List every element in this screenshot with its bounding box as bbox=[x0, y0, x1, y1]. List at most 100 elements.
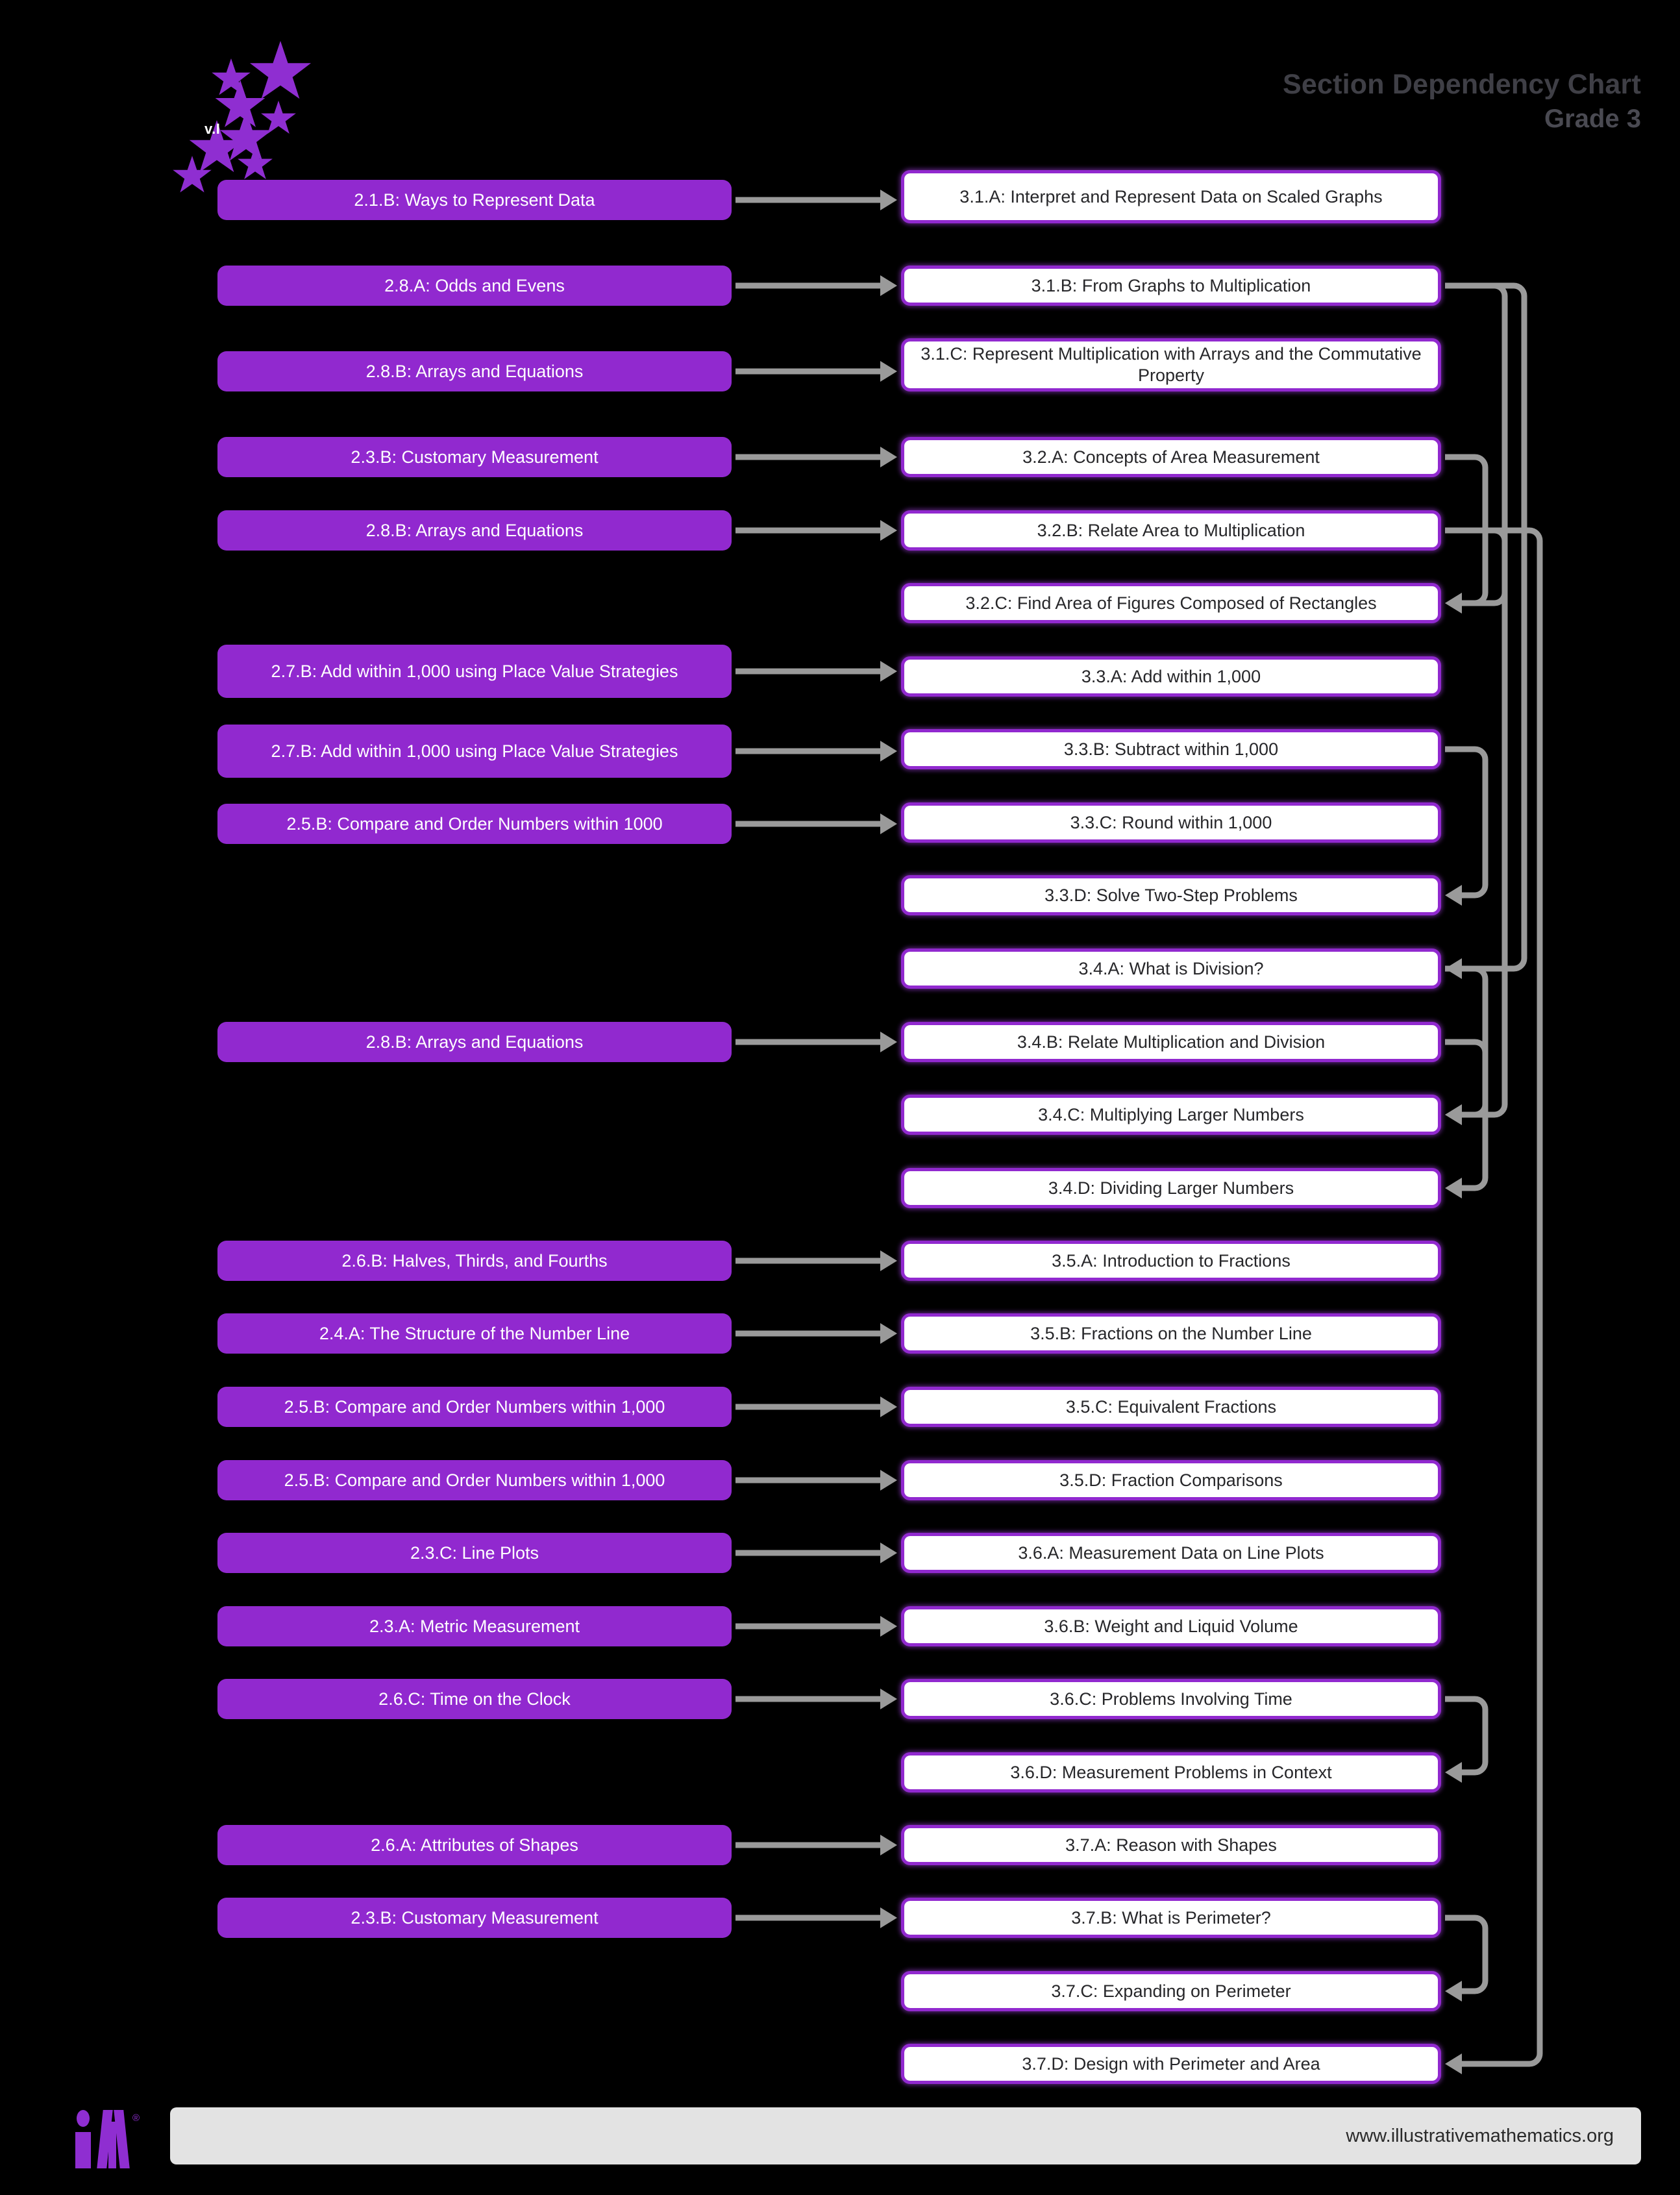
connector-line bbox=[1445, 965, 1489, 1191]
prerequisite-node-p13[interactable]: 2.5.B: Compare and Order Numbers within … bbox=[217, 1460, 732, 1500]
node-label: 3.7.A: Reason with Shapes bbox=[1065, 1835, 1277, 1855]
chart-subtitle: Grade 3 bbox=[1544, 104, 1641, 133]
node-label: 3.5.B: Fractions on the Number Line bbox=[1030, 1323, 1312, 1343]
connector-arrowhead bbox=[880, 1616, 897, 1637]
node-label: 3.6.B: Weight and Liquid Volume bbox=[1044, 1616, 1298, 1636]
star-cluster-decoration bbox=[173, 36, 341, 193]
node-label: 3.6.D: Measurement Problems in Context bbox=[1010, 1762, 1332, 1782]
prerequisite-node-p16[interactable]: 2.6.C: Time on the Clock bbox=[217, 1679, 732, 1719]
target-node-t21[interactable]: 3.6.C: Problems Involving Time bbox=[901, 1679, 1441, 1719]
prerequisite-node-p1[interactable]: 2.1.B: Ways to Represent Data bbox=[217, 180, 732, 220]
target-node-t16[interactable]: 3.5.B: Fractions on the Number Line bbox=[901, 1313, 1441, 1354]
target-node-t22[interactable]: 3.6.D: Measurement Problems in Context bbox=[901, 1752, 1441, 1792]
connector-line bbox=[1445, 527, 1508, 606]
prerequisite-node-p6[interactable]: 2.7.B: Add within 1,000 using Place Valu… bbox=[217, 645, 732, 698]
node-label: 2.1.B: Ways to Represent Data bbox=[354, 190, 595, 210]
node-label: 2.5.B: Compare and Order Numbers within … bbox=[284, 1470, 665, 1490]
target-node-t12[interactable]: 3.4.B: Relate Multiplication and Divisio… bbox=[901, 1022, 1441, 1062]
prerequisite-node-p11[interactable]: 2.4.A: The Structure of the Number Line bbox=[217, 1313, 732, 1354]
target-node-t4[interactable]: 3.2.A: Concepts of Area Measurement bbox=[901, 437, 1441, 477]
target-node-t23[interactable]: 3.7.A: Reason with Shapes bbox=[901, 1825, 1441, 1865]
connector-arrowhead bbox=[880, 1907, 897, 1928]
connector-arrowhead bbox=[880, 361, 897, 382]
target-node-t17[interactable]: 3.5.C: Equivalent Fractions bbox=[901, 1387, 1441, 1427]
connector-arrowhead bbox=[1445, 1762, 1462, 1783]
connector-line bbox=[1445, 1039, 1489, 1118]
connector-line bbox=[1445, 1915, 1489, 1994]
target-node-t2[interactable]: 3.1.B: From Graphs to Multiplication bbox=[901, 266, 1441, 306]
connector-arrowhead bbox=[880, 190, 897, 210]
prerequisite-node-p7[interactable]: 2.7.B: Add within 1,000 using Place Valu… bbox=[217, 725, 732, 778]
connector-arrowhead bbox=[880, 1323, 897, 1344]
node-label: 2.5.B: Compare and Order Numbers within … bbox=[286, 813, 663, 834]
prerequisite-node-p15[interactable]: 2.3.A: Metric Measurement bbox=[217, 1606, 732, 1646]
prerequisite-node-p10[interactable]: 2.6.B: Halves, Thirds, and Fourths bbox=[217, 1241, 732, 1281]
node-label: 3.2.C: Find Area of Figures Composed of … bbox=[965, 593, 1377, 613]
node-label: 3.4.B: Relate Multiplication and Divisio… bbox=[1017, 1032, 1326, 1052]
target-node-t3[interactable]: 3.1.C: Represent Multiplication with Arr… bbox=[901, 338, 1441, 391]
node-label: 3.7.C: Expanding on Perimeter bbox=[1051, 1981, 1291, 2001]
connector-arrowhead bbox=[880, 447, 897, 467]
connector-arrowhead bbox=[880, 661, 897, 682]
target-node-t8[interactable]: 3.3.B: Subtract within 1,000 bbox=[901, 729, 1441, 769]
target-node-t24[interactable]: 3.7.B: What is Perimeter? bbox=[901, 1898, 1441, 1938]
prerequisite-node-p9[interactable]: 2.8.B: Arrays and Equations bbox=[217, 1022, 732, 1062]
node-label: 3.4.D: Dividing Larger Numbers bbox=[1048, 1178, 1294, 1198]
node-label: 3.4.A: What is Division? bbox=[1078, 958, 1264, 978]
connector-arrowhead bbox=[1445, 1981, 1462, 2002]
target-node-t26[interactable]: 3.7.D: Design with Perimeter and Area bbox=[901, 2044, 1441, 2084]
prerequisite-node-p14[interactable]: 2.3.C: Line Plots bbox=[217, 1533, 732, 1573]
prerequisite-node-p2[interactable]: 2.8.A: Odds and Evens bbox=[217, 266, 732, 306]
node-label: 2.5.B: Compare and Order Numbers within … bbox=[284, 1396, 665, 1417]
website-url: www.illustrativemathematics.org bbox=[1346, 2125, 1614, 2146]
version-badge: v.I bbox=[204, 121, 221, 137]
footer-bar: www.illustrativemathematics.org bbox=[170, 2107, 1641, 2164]
prerequisite-node-p17[interactable]: 2.6.A: Attributes of Shapes bbox=[217, 1825, 732, 1865]
node-label: 2.8.A: Odds and Evens bbox=[384, 275, 565, 295]
connector-arrowhead bbox=[880, 1250, 897, 1271]
connector-arrowhead bbox=[1445, 885, 1462, 906]
prerequisite-node-p4[interactable]: 2.3.B: Customary Measurement bbox=[217, 437, 732, 477]
node-label: 2.7.B: Add within 1,000 using Place Valu… bbox=[271, 661, 678, 681]
logo-i-stem bbox=[75, 2132, 91, 2168]
target-node-t6[interactable]: 3.2.C: Find Area of Figures Composed of … bbox=[901, 583, 1441, 623]
node-label: 3.3.B: Subtract within 1,000 bbox=[1063, 739, 1279, 759]
connector-line bbox=[1445, 282, 1527, 972]
target-node-t18[interactable]: 3.5.D: Fraction Comparisons bbox=[901, 1460, 1441, 1500]
node-label: 3.6.C: Problems Involving Time bbox=[1050, 1689, 1292, 1709]
connector-line bbox=[1445, 527, 1543, 2067]
prerequisite-node-p8[interactable]: 2.5.B: Compare and Order Numbers within … bbox=[217, 804, 732, 844]
node-label: 3.5.C: Equivalent Fractions bbox=[1065, 1396, 1277, 1417]
node-label: 2.8.B: Arrays and Equations bbox=[365, 361, 584, 381]
connector-arrowhead bbox=[1445, 1104, 1462, 1125]
node-label: 3.4.C: Multiplying Larger Numbers bbox=[1038, 1104, 1304, 1124]
star-icon bbox=[249, 41, 312, 99]
node-label: 3.2.B: Relate Area to Multiplication bbox=[1037, 520, 1305, 540]
prerequisite-node-p5[interactable]: 2.8.B: Arrays and Equations bbox=[217, 510, 732, 551]
target-node-t7[interactable]: 3.3.A: Add within 1,000 bbox=[901, 656, 1441, 697]
target-node-t13[interactable]: 3.4.C: Multiplying Larger Numbers bbox=[901, 1095, 1441, 1135]
connector-arrowhead bbox=[880, 741, 897, 762]
prerequisite-node-p18[interactable]: 2.3.B: Customary Measurement bbox=[217, 1898, 732, 1938]
node-label: 2.7.B: Add within 1,000 using Place Valu… bbox=[271, 741, 678, 761]
target-node-t9[interactable]: 3.3.C: Round within 1,000 bbox=[901, 802, 1441, 843]
target-node-t11[interactable]: 3.4.A: What is Division? bbox=[901, 949, 1441, 989]
target-node-t15[interactable]: 3.5.A: Introduction to Fractions bbox=[901, 1241, 1441, 1281]
target-node-t20[interactable]: 3.6.B: Weight and Liquid Volume bbox=[901, 1606, 1441, 1646]
connector-arrowhead bbox=[880, 520, 897, 541]
target-node-t10[interactable]: 3.3.D: Solve Two-Step Problems bbox=[901, 875, 1441, 915]
node-label: 2.8.B: Arrays and Equations bbox=[365, 1032, 584, 1052]
target-node-t14[interactable]: 3.4.D: Dividing Larger Numbers bbox=[901, 1168, 1441, 1208]
connector-arrowhead bbox=[1445, 593, 1462, 614]
target-node-t25[interactable]: 3.7.C: Expanding on Perimeter bbox=[901, 1971, 1441, 2011]
node-label: 3.2.A: Concepts of Area Measurement bbox=[1022, 447, 1320, 467]
target-node-t1[interactable]: 3.1.A: Interpret and Represent Data on S… bbox=[901, 170, 1441, 223]
page-title: Section Dependency Chart Grade 3 bbox=[1283, 68, 1641, 134]
node-label: 2.3.B: Customary Measurement bbox=[351, 447, 599, 467]
prerequisite-node-p12[interactable]: 2.5.B: Compare and Order Numbers within … bbox=[217, 1387, 732, 1427]
target-node-t19[interactable]: 3.6.A: Measurement Data on Line Plots bbox=[901, 1533, 1441, 1573]
target-node-t5[interactable]: 3.2.B: Relate Area to Multiplication bbox=[901, 510, 1441, 551]
connector-line bbox=[1445, 454, 1489, 606]
prerequisite-node-p3[interactable]: 2.8.B: Arrays and Equations bbox=[217, 351, 732, 391]
connector-arrowhead bbox=[880, 1032, 897, 1052]
